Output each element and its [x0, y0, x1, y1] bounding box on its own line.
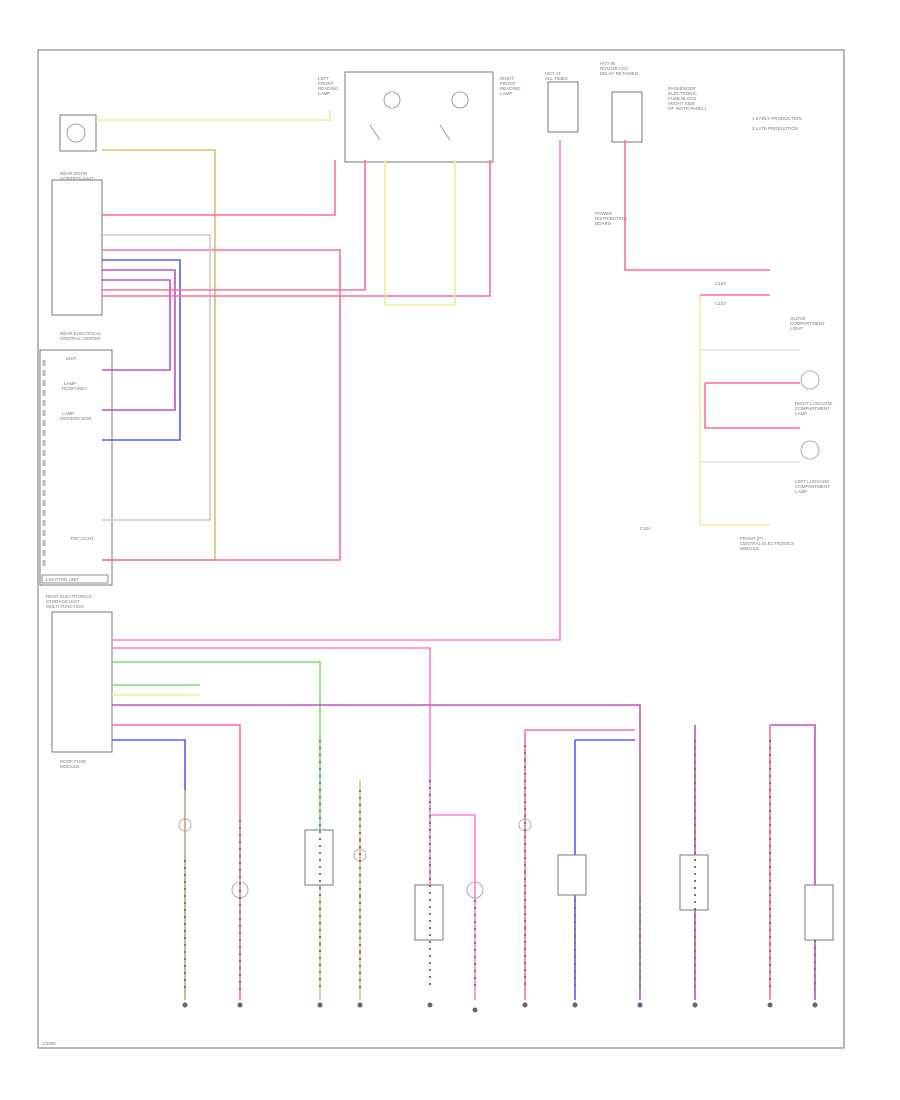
svg-text:DELAY RETAINED: DELAY RETAINED [600, 71, 639, 76]
svg-text:BOARD: BOARD [595, 221, 612, 226]
svg-text:2 LATE PRODUCTION: 2 LATE PRODUCTION [752, 126, 798, 131]
svg-text:CENTRAL CENTER: CENTRAL CENTER [60, 336, 101, 341]
svg-text:LAMP: LAMP [64, 381, 76, 386]
svg-text:REAR DOOR: REAR DOOR [60, 171, 88, 176]
svg-text:MODULE: MODULE [60, 764, 79, 769]
svg-text:DISTRIBUTION: DISTRIBUTION [595, 216, 627, 221]
svg-text:LEFT: LEFT [318, 76, 329, 81]
bottom-left-control-box [51, 611, 113, 753]
svg-text:TOP LIGHT: TOP LIGHT [70, 536, 94, 541]
svg-text:COMPARTMENT: COMPARTMENT [795, 406, 830, 411]
diagram-frame [37, 49, 845, 1049]
svg-text:LAMP: LAMP [500, 91, 512, 96]
svg-text:FRONT (P): FRONT (P) [740, 536, 763, 541]
svg-text:FRONT: FRONT [500, 81, 516, 86]
connector-markers [184, 740, 816, 990]
svg-text:STORAGE UNIT: STORAGE UNIT [46, 599, 80, 604]
svg-text:RUN OR ACC: RUN OR ACC [600, 66, 629, 71]
fuse-relay-block-2 [611, 91, 643, 143]
svg-text:ALL TIMES: ALL TIMES [545, 76, 568, 81]
svg-text:ROOFAREA: ROOFAREA [62, 386, 87, 391]
svg-text:C104: C104 [640, 526, 651, 531]
svg-text:MODULE: MODULE [740, 546, 759, 551]
ground-symbols [182, 1002, 818, 1013]
svg-text:PASSENGER: PASSENGER [668, 86, 696, 91]
svg-text:LAMP: LAMP [795, 411, 807, 416]
bottom-components [178, 818, 834, 941]
svg-text:1 EARLY PRODUCTION: 1 EARLY PRODUCTION [752, 116, 802, 121]
svg-text:ELECTRONIC: ELECTRONIC [668, 91, 698, 96]
svg-text:HOT IN: HOT IN [600, 61, 615, 66]
svg-text:LIGHT: LIGHT [790, 326, 804, 331]
left-control-module [39, 349, 113, 586]
center-switch-box [344, 71, 494, 163]
svg-text:LAMP: LAMP [795, 489, 807, 494]
svg-text:LIGHTING UNIT: LIGHTING UNIT [46, 577, 79, 582]
svg-text:LEFT LUGGAGE: LEFT LUGGAGE [795, 479, 829, 484]
svg-text:C103: C103 [715, 301, 726, 306]
bulb-icon [66, 123, 86, 143]
svg-text:FRONT: FRONT [318, 81, 334, 86]
fuse-relay-block [547, 81, 579, 133]
svg-text:COMPARTMENT: COMPARTMENT [795, 484, 830, 489]
svg-text:UNIT: UNIT [66, 356, 77, 361]
svg-text:CONTROL UNIT: CONTROL UNIT [60, 176, 94, 181]
svg-text:FUSE BLOCK: FUSE BLOCK [668, 96, 697, 101]
svg-text:READING: READING [500, 86, 521, 91]
svg-text:GLOVE: GLOVE [790, 316, 806, 321]
svg-text:CENTRAL ELECTRONICS: CENTRAL ELECTRONICS [740, 541, 794, 546]
svg-text:HOT AT: HOT AT [545, 71, 561, 76]
svg-text:OF INSTR PANEL): OF INSTR PANEL) [668, 106, 707, 111]
svg-text:COMPARTMENT: COMPARTMENT [790, 321, 825, 326]
svg-text:C103: C103 [715, 281, 726, 286]
svg-text:RIGHT LUGGAGE: RIGHT LUGGAGE [795, 401, 832, 406]
svg-text:POWER: POWER [595, 211, 613, 216]
footer-left: 1/2006 [42, 1041, 56, 1046]
svg-text:REAR ELECTRICAL: REAR ELECTRICAL [60, 331, 102, 336]
rear-electrical-center [51, 179, 103, 316]
rear-light-housing [59, 114, 97, 152]
svg-text:MULTI FUNCTION: MULTI FUNCTION [46, 604, 84, 609]
svg-text:LAMP: LAMP [62, 411, 74, 416]
svg-text:REAR ELECTRONICS: REAR ELECTRONICS [46, 594, 92, 599]
svg-text:READING: READING [318, 86, 339, 91]
svg-text:ROOF FUSE: ROOF FUSE [60, 759, 86, 764]
svg-text:(RIGHT SIDE: (RIGHT SIDE [668, 101, 695, 106]
svg-text:DRIVERS SIDE: DRIVERS SIDE [60, 416, 92, 421]
svg-text:RIGHT: RIGHT [500, 76, 514, 81]
svg-text:LAMP: LAMP [318, 91, 330, 96]
